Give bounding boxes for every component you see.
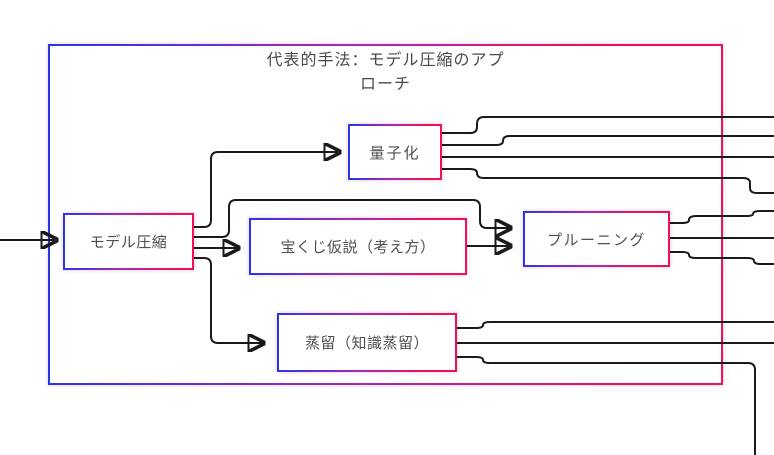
node-distillation: 蒸留（知識蒸留）: [277, 313, 457, 372]
node-lottery-hypothesis-label: 宝くじ仮説（考え方）: [280, 238, 436, 256]
diagram-title-line2: ローチ: [359, 74, 411, 93]
node-quantization-label: 量子化: [369, 143, 421, 162]
node-model-compression: モデル圧縮: [63, 213, 194, 270]
node-distillation-label: 蒸留（知識蒸留）: [304, 334, 429, 352]
node-lottery-hypothesis: 宝くじ仮説（考え方）: [249, 218, 467, 275]
diagram-title-line1: 代表的手法：モデル圧縮のアプ: [266, 50, 505, 69]
node-pruning: プルーニング: [523, 211, 670, 267]
node-model-compression-label: モデル圧縮: [89, 233, 168, 251]
diagram-title: 代表的手法：モデル圧縮のアプ ローチ: [50, 48, 721, 96]
node-quantization: 量子化: [348, 124, 442, 180]
node-pruning-label: プルーニング: [546, 230, 646, 249]
